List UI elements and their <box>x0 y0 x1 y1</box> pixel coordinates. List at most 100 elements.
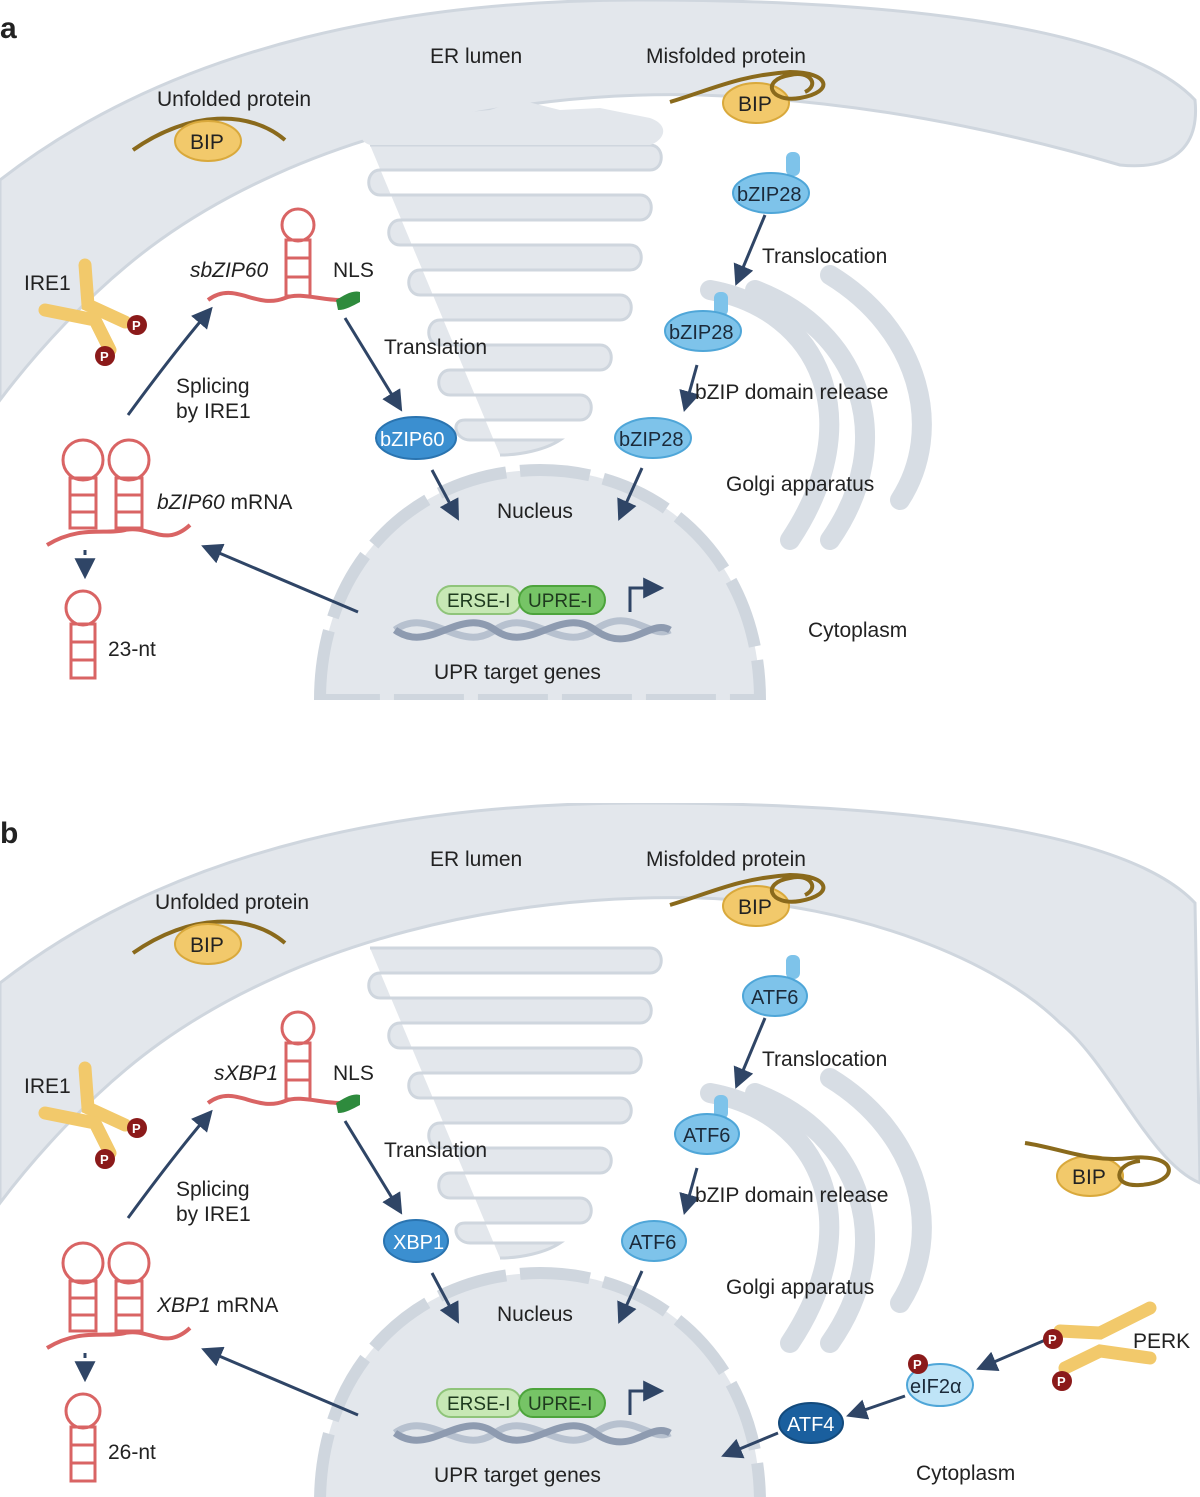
unfolded-protein-bip: BIP <box>131 919 287 965</box>
phosphate-icon <box>1052 1371 1072 1391</box>
upre-label: UPRE-I <box>528 1394 592 1415</box>
mrna-label: XBP1 mRNA <box>156 1294 278 1317</box>
svg-text:ATF6: ATF6 <box>751 987 798 1009</box>
misfolded-protein-bip: BIP <box>669 872 826 927</box>
svg-text:P: P <box>1057 1374 1066 1389</box>
golgi-label: Golgi apparatus <box>726 473 874 496</box>
spliced-tf: bZIP60 <box>375 416 457 460</box>
misfolded-protein-bip: BIP <box>669 69 826 124</box>
er-lumen-label: ER lumen <box>430 45 522 68</box>
atf4: ATF4 <box>778 1402 844 1444</box>
svg-text:XBP1: XBP1 <box>393 1232 444 1254</box>
nucleus-label: Nucleus <box>497 500 573 523</box>
ire1-label: IRE1 <box>24 1075 71 1098</box>
phosphate-icon <box>1043 1329 1063 1349</box>
nls-segment <box>336 291 360 310</box>
transcription-start-icon <box>628 577 665 612</box>
translocation-label: Translocation <box>762 1048 887 1071</box>
promoter-elements: ERSE-I UPRE-I <box>436 1388 606 1418</box>
cytoplasm-label: Cytoplasm <box>808 619 907 642</box>
svg-text:P: P <box>100 1152 109 1167</box>
bip-label: BIP <box>1072 1166 1106 1189</box>
excised-fragment <box>64 589 102 680</box>
unfolded-protein-label: Unfolded protein <box>157 88 311 111</box>
membrane-tf: bZIP28 <box>732 152 810 214</box>
nucleus-label: Nucleus <box>497 1303 573 1326</box>
splicing-label-2: by IRE1 <box>176 1203 251 1226</box>
svg-text:bZIP28: bZIP28 <box>619 429 683 451</box>
pathway-arrows <box>126 214 767 614</box>
translocation-label: Translocation <box>762 245 887 268</box>
phosphate-icon <box>908 1354 928 1374</box>
golgi-apparatus <box>700 1068 932 1353</box>
pathway-arrows <box>126 1017 1051 1459</box>
svg-text:ATF4: ATF4 <box>787 1414 834 1436</box>
cytoplasm-label: Cytoplasm <box>916 1462 1015 1485</box>
svg-text:ATF6: ATF6 <box>683 1125 730 1147</box>
svg-text:P: P <box>100 349 109 364</box>
er-lumen-label: ER lumen <box>430 848 522 871</box>
phosphate-icon <box>127 315 147 335</box>
splicing-label: Splicing <box>176 375 250 398</box>
translation-label: Translation <box>384 1139 487 1162</box>
panel-letter-a: a <box>0 12 17 45</box>
ire1-dimer: P P <box>38 258 147 366</box>
unspliced-mrna <box>45 438 192 547</box>
erse-label: ERSE-I <box>447 1394 510 1415</box>
er-cisternae <box>361 100 664 457</box>
phosphate-icon <box>127 1118 147 1138</box>
erse-label: ERSE-I <box>447 591 510 612</box>
splicing-label: Splicing <box>176 1178 250 1201</box>
released-tf: ATF6 <box>621 1220 687 1262</box>
bip-label: BIP <box>738 896 772 919</box>
spliced-mrna <box>206 1010 360 1113</box>
svg-text:P: P <box>132 318 141 333</box>
bip-label: BIP <box>190 131 224 154</box>
released-tf: bZIP28 <box>614 417 692 459</box>
upre-label: UPRE-I <box>528 591 592 612</box>
excised-fragment <box>64 1392 102 1483</box>
transcription-start-icon <box>628 1380 665 1415</box>
domain-release-label: bZIP domain release <box>695 1184 888 1207</box>
unfolded-protein-label: Unfolded protein <box>155 891 309 914</box>
ire1-dimer: P P <box>38 1061 147 1169</box>
membrane-tf-golgi: bZIP28 <box>664 292 742 352</box>
panel-b: b ER lumen Misfolded protein Unfolded pr… <box>0 803 1200 1497</box>
target-genes-label: UPR target genes <box>434 1464 601 1487</box>
panel-letter-b: b <box>0 817 18 850</box>
panel-a <box>0 0 1198 700</box>
phosphate-icon <box>95 346 115 366</box>
spliced-mrna-label: sbZIP60 <box>190 259 269 282</box>
bip-label: BIP <box>190 934 224 957</box>
bip-label: BIP <box>738 93 772 116</box>
svg-text:ATF6: ATF6 <box>629 1232 676 1254</box>
svg-text:bZIP28: bZIP28 <box>737 184 801 206</box>
dna-helix <box>392 1420 672 1446</box>
nls-segment <box>336 1094 360 1113</box>
er-membrane <box>0 0 1198 403</box>
membrane-tf-golgi: ATF6 <box>674 1095 740 1155</box>
svg-text:bZIP28: bZIP28 <box>669 322 733 344</box>
splicing-label-2: by IRE1 <box>176 400 251 423</box>
svg-text:eIF2α: eIF2α <box>910 1376 962 1398</box>
mrna-label: bZIP60 mRNA <box>157 491 292 514</box>
translation-label: Translation <box>384 336 487 359</box>
er-membrane <box>0 803 1200 1206</box>
spliced-tf: XBP1 <box>383 1219 449 1263</box>
fragment-label: 26-nt <box>108 1441 156 1464</box>
spliced-mrna <box>206 207 360 310</box>
svg-text:P: P <box>1048 1332 1057 1347</box>
ire1-label: IRE1 <box>24 272 71 295</box>
svg-text:P: P <box>132 1121 141 1136</box>
perk-label: PERK <box>1133 1330 1190 1353</box>
membrane-tf: ATF6 <box>742 955 808 1017</box>
nls-label: NLS <box>333 259 374 282</box>
fragment-label: 23-nt <box>108 638 156 661</box>
spliced-mrna-label: sXBP1 <box>214 1062 278 1085</box>
svg-text:bZIP60: bZIP60 <box>380 429 444 451</box>
misfolded-protein-label: Misfolded protein <box>646 45 806 68</box>
nls-label: NLS <box>333 1062 374 1085</box>
golgi-apparatus <box>700 265 932 550</box>
misfolded-protein-label: Misfolded protein <box>646 848 806 871</box>
